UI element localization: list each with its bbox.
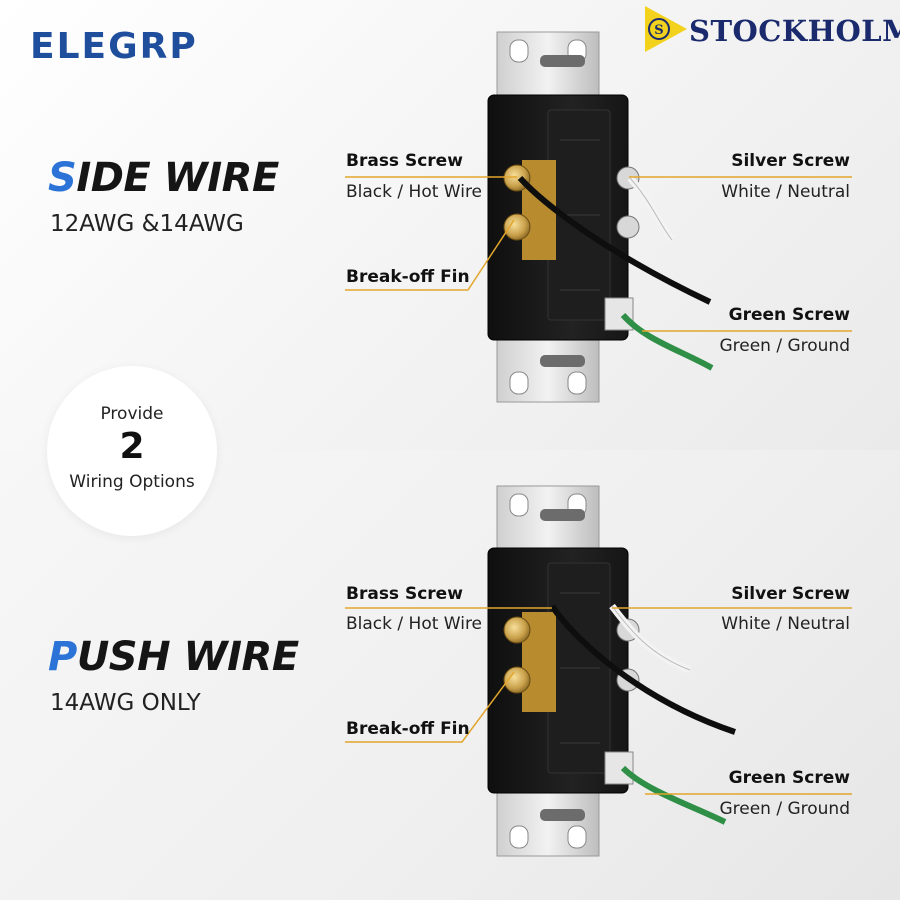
wiring-options-badge: Provide 2 Wiring Options — [47, 366, 217, 536]
side-green-ground-label: Green / Ground — [719, 336, 850, 356]
side-green-screw-label: Green Screw — [728, 305, 850, 325]
push-wire-subtitle: 14AWG ONLY — [50, 690, 201, 716]
push-wire-outlet — [345, 485, 852, 857]
side-brass-screw-label: Brass Screw — [346, 151, 463, 171]
side-silver-screw-label: Silver Screw — [731, 151, 850, 171]
watermark-text: STOCKHOLM — [689, 14, 900, 48]
side-wire-title-rest: IDE WIRE — [76, 155, 279, 201]
push-break-off-fin-label: Break-off Fin — [346, 719, 470, 739]
side-wire-outlet — [345, 31, 852, 403]
brand-logo: ELEGRP — [30, 26, 198, 67]
side-wire-title: SIDE WIRE — [48, 155, 279, 201]
push-white-neutral-label: White / Neutral — [721, 614, 850, 634]
badge-number: 2 — [119, 426, 145, 467]
push-wire-title-initial: P — [48, 634, 77, 680]
side-white-neutral-label: White / Neutral — [721, 182, 850, 202]
side-black-hot-label: Black / Hot Wire — [346, 182, 483, 202]
push-green-ground-label: Green / Ground — [719, 799, 850, 819]
badge-line-wiring-options: Wiring Options — [69, 472, 195, 492]
side-wire-title-initial: S — [48, 155, 77, 201]
svg-text:S: S — [654, 23, 663, 38]
push-black-hot-label: Black / Hot Wire — [346, 614, 483, 634]
push-wire-title-rest: USH WIRE — [76, 634, 299, 680]
watermark-icon: S — [645, 6, 687, 52]
side-wire-subtitle: 12AWG &14AWG — [50, 211, 244, 237]
push-green-screw-label: Green Screw — [728, 768, 850, 788]
push-brass-screw-label: Brass Screw — [346, 584, 463, 604]
watermark-stamp: S STOCKHOLM — [643, 4, 900, 54]
push-wire-title: PUSH WIRE — [48, 634, 299, 680]
side-break-off-fin-label: Break-off Fin — [346, 267, 470, 287]
push-silver-screw-label: Silver Screw — [731, 584, 850, 604]
badge-line-provide: Provide — [100, 404, 164, 424]
